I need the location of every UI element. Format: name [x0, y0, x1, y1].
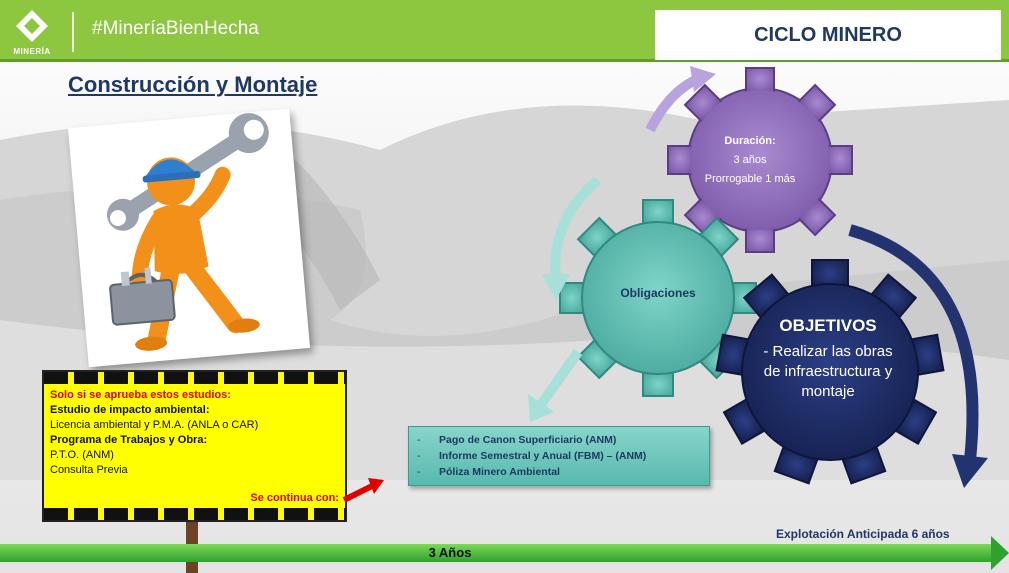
timeline-arrowhead-icon: [991, 536, 1009, 570]
obligations-label: Obligaciones: [620, 286, 696, 300]
sign-continue: Se continua con:: [250, 492, 339, 504]
header-title: CICLO MINERO: [754, 24, 902, 46]
teal-pointer-arrow: [535, 349, 583, 409]
teal-pointer-arrowhead: [528, 394, 554, 422]
duration-value: 3 años: [733, 154, 767, 166]
ministry-logo: MINERÍA: [6, 8, 58, 56]
duration-extra: Prorrogable 1 más: [704, 173, 796, 185]
purple-arrowhead: [690, 66, 716, 92]
page-title: Construcción y Montaje: [68, 72, 318, 97]
timeline-label: Explotación Anticipada 6 años: [776, 527, 950, 541]
duration-gear: [667, 67, 853, 253]
sign-line: Programa de Trabajos y Obra:: [50, 434, 208, 446]
navy-curved-arrow: [848, 224, 979, 461]
sign-line: Licencia ambiental y P.M.A. (ANLA o CAR): [50, 419, 259, 431]
gears-diagram: [528, 66, 988, 488]
logo-text: MINERÍA: [13, 47, 51, 56]
objectives-body: - Realizar las obras de infraestructura …: [763, 343, 893, 400]
objectives-gear: [715, 259, 945, 485]
hashtag: #MineríaBienHecha: [92, 18, 259, 39]
sign-line: Consulta Previa: [50, 464, 128, 476]
sign-content: Solo si se aprueba estos estudios: Estud…: [50, 388, 340, 478]
timeline-bar: [0, 544, 993, 562]
duration-text: Duración: 3 años Prorrogable 1 más: [700, 132, 800, 189]
red-arrow-icon: [342, 478, 384, 503]
header-divider: [72, 12, 74, 52]
teal-arrowhead: [542, 274, 570, 300]
duration-title: Duración:: [724, 135, 776, 147]
diamond-logo-icon: [16, 10, 48, 42]
list-item: -Pago de Canon Superficiario (ANM): [417, 434, 617, 446]
navy-arrowhead: [952, 454, 988, 488]
obligations-box: -Pago de Canon Superficiario (ANM) -Info…: [408, 426, 710, 486]
obligations-list: -Pago de Canon Superficiario (ANM) -Info…: [417, 432, 646, 480]
sign-line: Estudio de impacto ambiental:: [50, 404, 210, 416]
sign-stripe-top: [44, 372, 345, 384]
header-title-box: CICLO MINERO: [655, 10, 1001, 60]
objectives-text: OBJETIVOS - Realizar las obras de infrae…: [758, 316, 898, 402]
timeline-bar-label: 3 Años: [428, 545, 472, 560]
worker-illustration: [67, 108, 311, 368]
sign-line: P.T.O. (ANM): [50, 449, 114, 461]
warning-sign: Solo si se aprueba estos estudios: Estud…: [42, 370, 347, 522]
obligations-gear: [559, 199, 757, 397]
sign-stripe-bottom: [44, 508, 345, 520]
objectives-title: OBJETIVOS: [779, 316, 877, 335]
sign-heading: Solo si se aprueba estos estudios:: [50, 389, 231, 401]
teal-curved-arrow: [550, 176, 602, 281]
header-bar: MINERÍA #MineríaBienHecha CICLO MINERO: [0, 0, 1009, 62]
list-item: -Póliza Minero Ambiental: [417, 466, 560, 478]
worker-with-wrench-icon: [106, 113, 269, 351]
list-item: -Informe Semestral y Anual (FBM) – (ANM): [417, 450, 647, 462]
